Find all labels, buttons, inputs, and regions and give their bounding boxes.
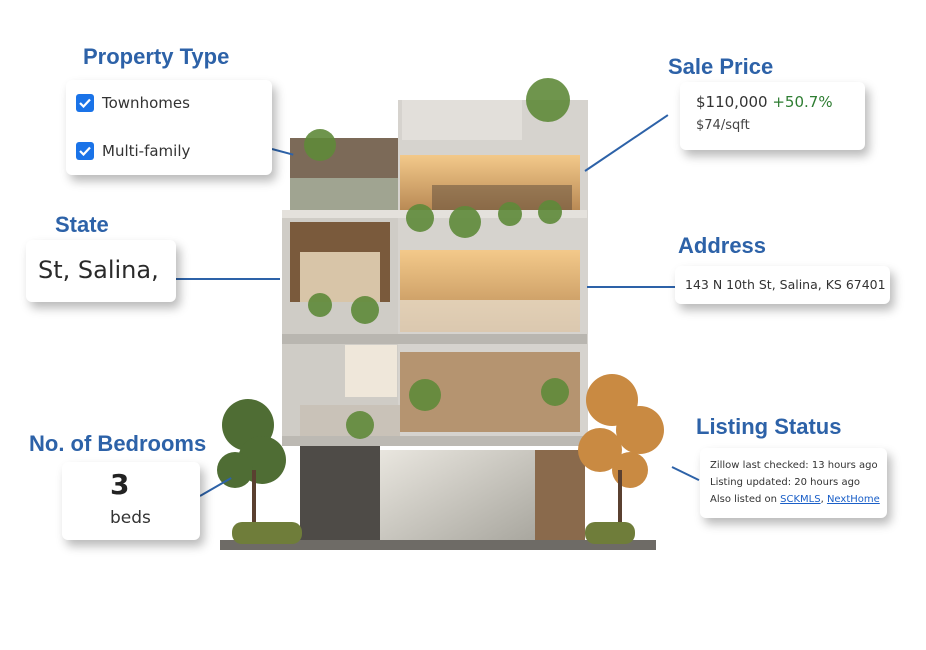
property-type-card: Townhomes Multi-family [66,80,272,175]
also-listed-label: Also listed on [710,494,781,505]
checkbox-checked-icon [76,142,94,160]
price-change: +50.7% [772,93,833,111]
nexthome-link[interactable]: NextHome [826,494,880,505]
listing-status-card: Zillow last checked: 13 hours ago Listin… [700,448,887,518]
address-card: 143 N 10th St, Salina, KS 67401 [675,266,890,304]
bedrooms-unit: beds [110,508,151,528]
sale-price-heading: Sale Price [668,54,774,79]
address-heading: Address [678,233,767,258]
state-heading: State [55,212,109,237]
bedrooms-card: 3 beds [62,462,200,540]
checkbox-townhomes[interactable]: Townhomes [76,94,190,112]
bedrooms-heading: No. of Bedrooms [29,431,207,456]
price-per-sqft: $74/sqft [696,118,750,133]
state-value: St, Salina, [38,256,159,284]
link-separator: , [820,494,827,505]
address-connector [587,286,677,288]
sckmls-link[interactable]: SCKMLS [780,494,821,505]
listing-status-heading: Listing Status [696,414,842,439]
zillow-last-checked: Zillow last checked: 13 hours ago [710,460,878,471]
address-value: 143 N 10th St, Salina, KS 67401 [685,277,886,292]
property-type-heading: Property Type [83,44,230,69]
listing-updated: Listing updated: 20 hours ago [710,477,861,488]
bedrooms-count: 3 [110,468,130,501]
sale-price-value: $110,000 [696,93,768,111]
sale-price-card: $110,000 +50.7% $74/sqft [680,82,865,150]
checkbox-label: Multi-family [102,142,191,160]
state-connector [176,278,280,280]
checkbox-checked-icon [76,94,94,112]
checkbox-multi-family[interactable]: Multi-family [76,142,190,160]
state-card: St, Salina, [26,240,176,302]
checkbox-label: Townhomes [102,94,190,112]
